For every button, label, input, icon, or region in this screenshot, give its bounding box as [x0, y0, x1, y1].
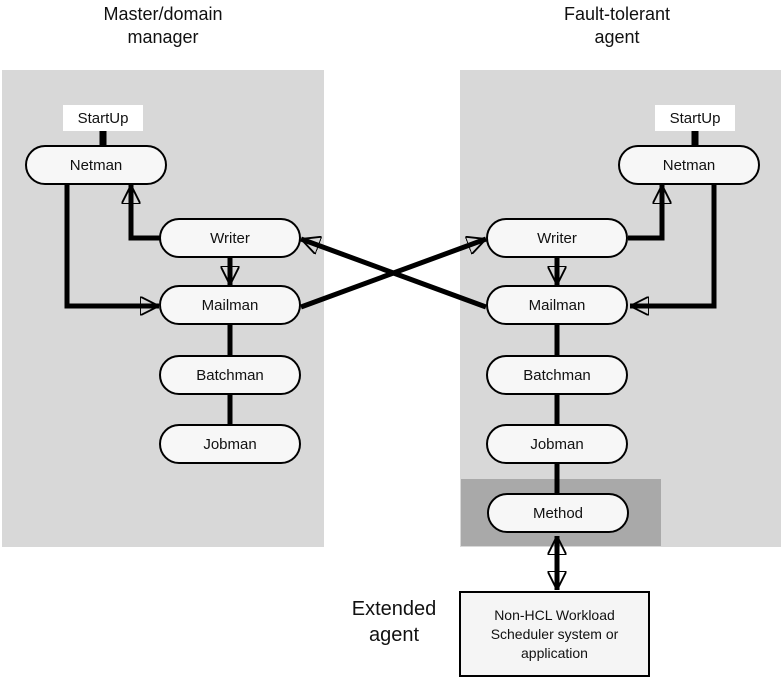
node-writer-right: Writer — [486, 218, 628, 258]
node-mailman-left: Mailman — [159, 285, 301, 325]
right-group-title: Fault-tolerant agent — [563, 4, 671, 47]
arrow-mailman-left-to-writer-right — [300, 239, 486, 310]
left-group-title: Master/domain manager — [103, 4, 223, 47]
extended-agent-label: Extended agent — [351, 598, 437, 646]
node-method: Method — [487, 493, 629, 533]
node-netman-left: Netman — [25, 145, 167, 185]
node-jobman-left: Jobman — [159, 424, 301, 464]
node-netman-right: Netman — [618, 145, 760, 185]
arrow-mailman-right-to-writer-left — [301, 239, 487, 310]
node-mailman-right: Mailman — [486, 285, 628, 325]
external-system-box: Non-HCL Workload Scheduler system or app… — [459, 591, 650, 677]
node-writer-left: Writer — [159, 218, 301, 258]
node-jobman-right: Jobman — [486, 424, 628, 464]
startup-box-right: StartUp — [655, 105, 735, 131]
node-batchman-right: Batchman — [486, 355, 628, 395]
startup-box-left: StartUp — [63, 105, 143, 131]
node-batchman-left: Batchman — [159, 355, 301, 395]
